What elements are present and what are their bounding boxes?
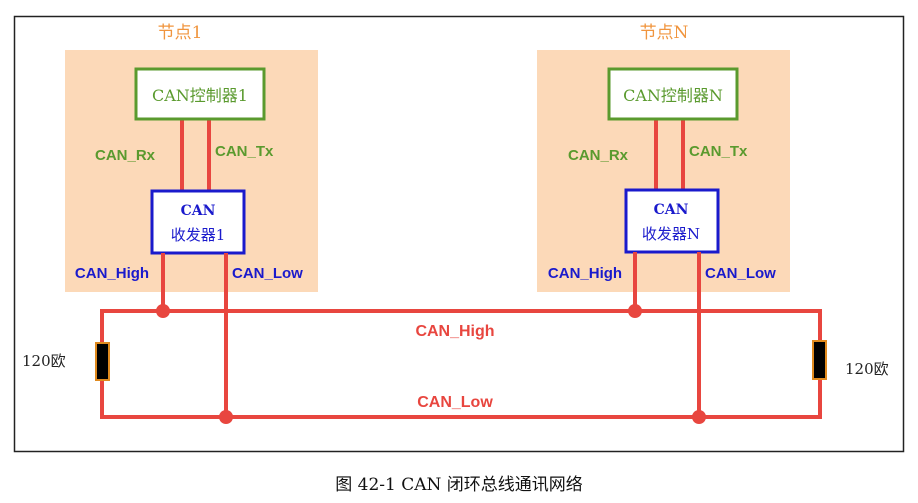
node-n-low-label: CAN_Low	[705, 265, 776, 282]
node-1-controller-box	[134, 67, 266, 121]
junction-dot	[628, 304, 642, 318]
node-1: 节点1 CAN控制器1 CAN_Rx CAN_Tx CAN 收发器1 CAN_H…	[65, 23, 318, 292]
junction-dot	[156, 304, 170, 318]
node-1-controller-label: CAN控制器1	[152, 86, 248, 105]
node-1-low-label: CAN_Low	[232, 265, 303, 282]
resistor-left-icon	[95, 342, 110, 381]
node-n-rx-label: CAN_Rx	[568, 147, 629, 164]
node-n-transceiver-box	[624, 188, 720, 254]
node-n-transceiver-line2: 收发器N	[642, 225, 700, 243]
node-1-transceiver-line1: CAN	[181, 203, 216, 219]
node-n-controller-box	[607, 67, 739, 121]
resistor-right-label: 120欧	[845, 360, 889, 378]
node-1-rx-label: CAN_Rx	[95, 147, 156, 164]
node-n-transceiver-line1: CAN	[654, 202, 689, 218]
node-n-controller-label: CAN控制器N	[623, 86, 723, 105]
node-n-title: 节点N	[640, 23, 689, 43]
node-1-tx-label: CAN_Tx	[215, 143, 274, 160]
node-n-tx-label: CAN_Tx	[689, 143, 748, 160]
junction-dot	[692, 410, 706, 424]
resistor-left-label: 120欧	[22, 352, 66, 370]
node-n-high-label: CAN_High	[548, 265, 622, 282]
node-1-transceiver-box	[150, 189, 246, 255]
node-1-transceiver-line2: 收发器1	[171, 226, 226, 244]
node-n: 节点N CAN控制器N CAN_Rx CAN_Tx CAN 收发器N CAN_H…	[537, 23, 790, 292]
node-1-title: 节点1	[158, 23, 203, 43]
figure-caption: 图 42-1 CAN 闭环总线通讯网络	[335, 475, 583, 495]
node-1-high-label: CAN_High	[75, 265, 149, 282]
bus-low-label: CAN_Low	[417, 394, 493, 411]
bus-high-label: CAN_High	[415, 323, 494, 340]
junction-dot	[219, 410, 233, 424]
resistor-right-icon	[812, 340, 827, 380]
